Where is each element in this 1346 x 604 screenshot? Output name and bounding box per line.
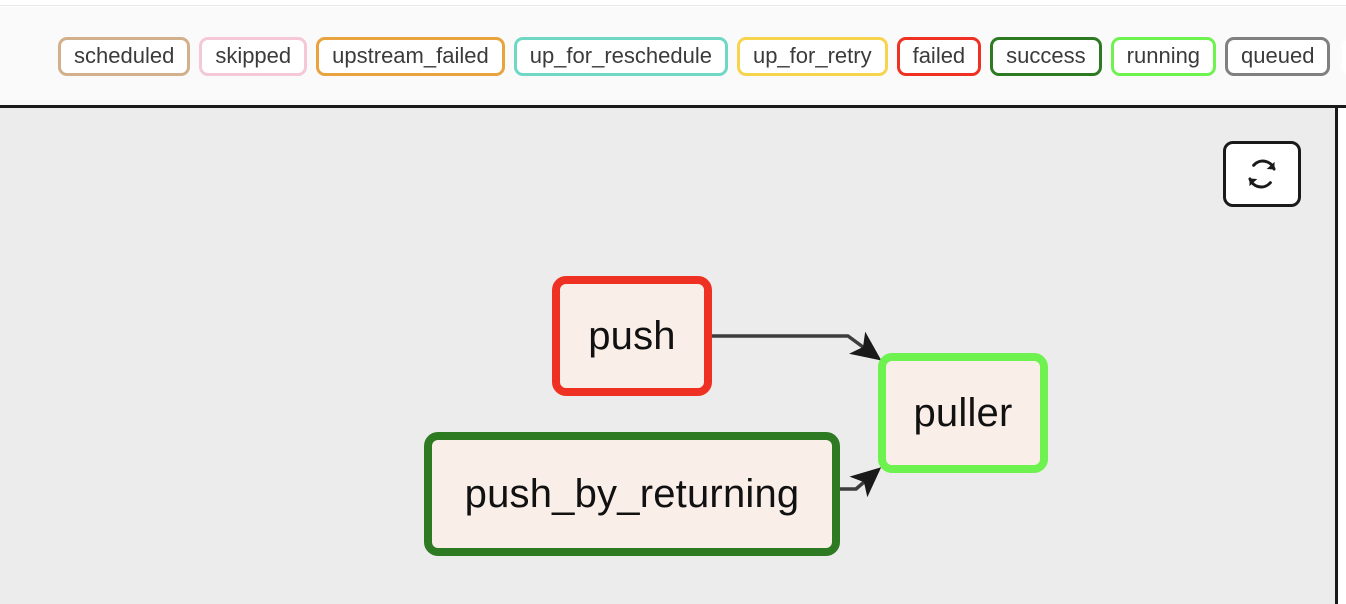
graph-edges-layer (712, 331, 882, 498)
top-divider (0, 0, 1346, 6)
graph-node-push-by-returning[interactable]: push_by_returning (424, 432, 840, 556)
graph-node-label: push (588, 314, 676, 358)
legend-pill-failed[interactable]: failed (896, 36, 982, 76)
graph-canvas[interactable]: push push_by_returning puller (0, 108, 1338, 604)
graph-node-label: push_by_returning (464, 472, 800, 516)
graph-node-label: puller (913, 391, 1013, 435)
legend-pill-queued[interactable]: queued (1225, 36, 1331, 76)
graph-node-push[interactable]: push (552, 276, 712, 396)
legend-pill-up-for-retry[interactable]: up_for_retry (736, 36, 888, 76)
legend-pill-skipped[interactable]: skipped (199, 36, 308, 76)
refresh-icon (1245, 157, 1279, 191)
legend-pill-up-for-reschedule[interactable]: up_for_reschedule (513, 36, 728, 76)
edge-push-by-returning-to-puller (840, 467, 882, 498)
legend-pill-running[interactable]: running (1110, 36, 1217, 76)
graph-node-puller[interactable]: puller (878, 353, 1048, 473)
legend-pill-success[interactable]: success (990, 36, 1102, 76)
legend-pill-scheduled[interactable]: scheduled (58, 36, 191, 76)
legend-pill-upstream-failed[interactable]: upstream_failed (316, 36, 505, 76)
edge-push-to-puller (712, 331, 882, 361)
refresh-button[interactable] (1223, 141, 1301, 207)
legend-pill-no-status[interactable]: no_status (1339, 36, 1346, 76)
